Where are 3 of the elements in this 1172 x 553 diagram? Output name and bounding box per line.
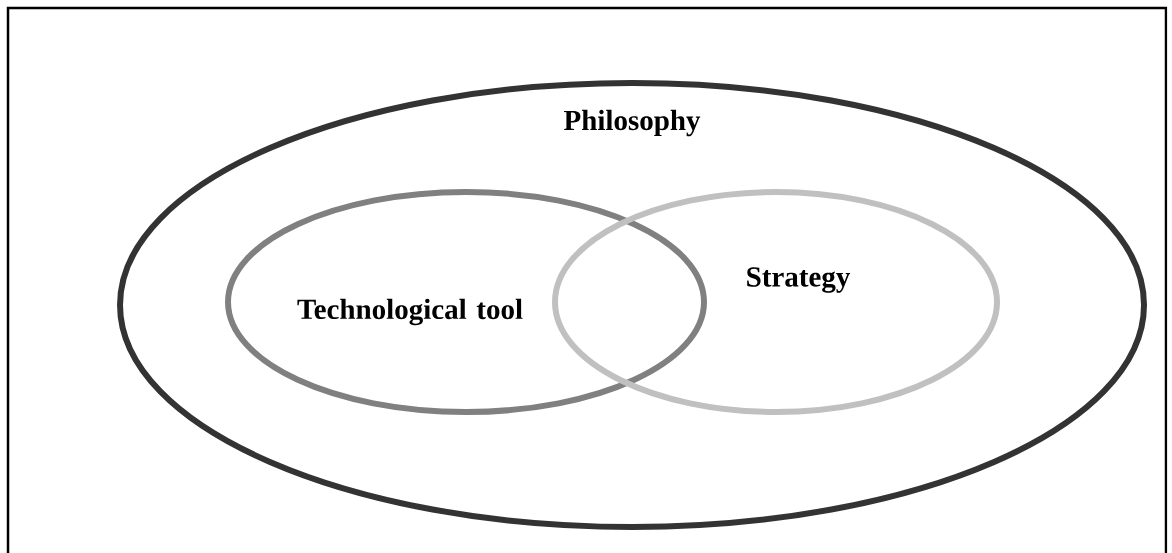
ellipse-label: Strategy (747, 267, 851, 293)
ellipse-label: Philosophy (564, 109, 701, 137)
ellipse-label: Technological tool (297, 298, 523, 326)
